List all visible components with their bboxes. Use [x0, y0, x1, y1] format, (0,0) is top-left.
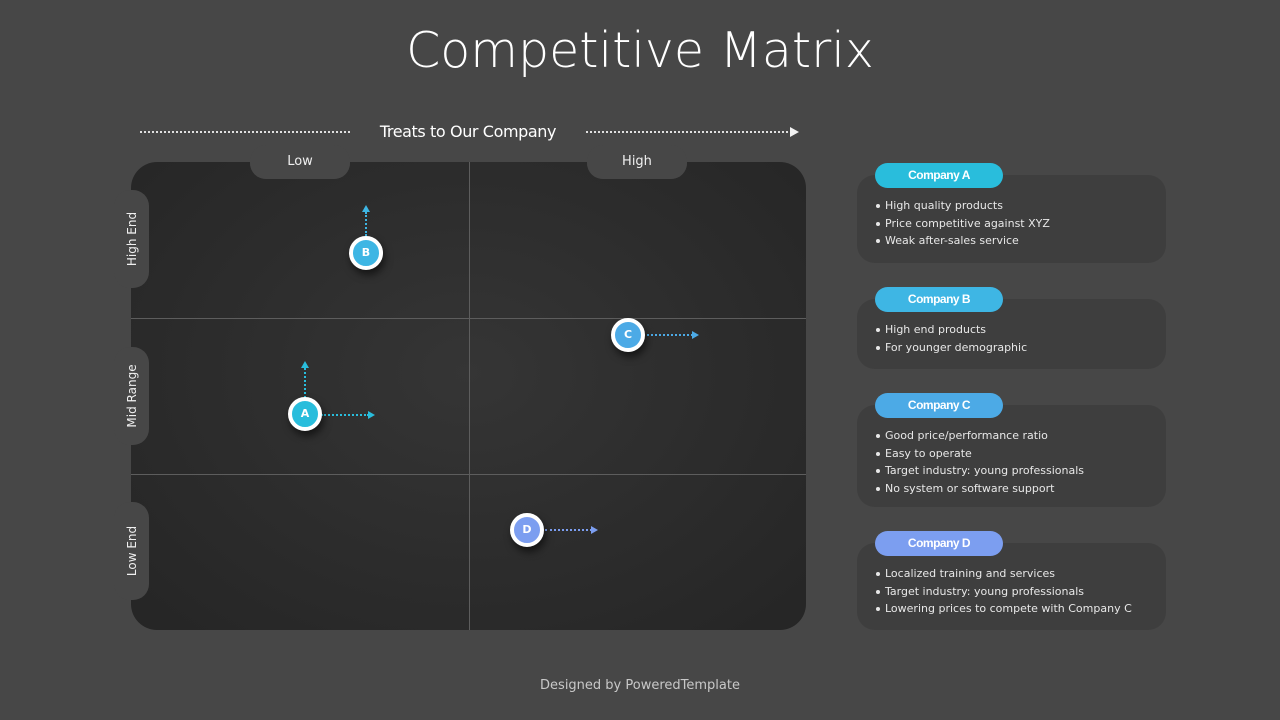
row-divider [131, 474, 806, 475]
row-divider [131, 318, 806, 319]
arrow-c-right-line [647, 334, 693, 336]
list-item: High end products [876, 321, 1166, 339]
marker-company-a[interactable]: A [288, 397, 322, 431]
competitive-matrix: B C A D [131, 162, 806, 630]
marker-company-b[interactable]: B [349, 236, 383, 270]
company-c-label: Company C [875, 393, 1003, 418]
row-label-low-end: Low End [114, 502, 149, 600]
marker-company-d[interactable]: D [510, 513, 544, 547]
company-c-card: Good price/performance ratio Easy to ope… [857, 405, 1166, 507]
page-title: Competitive Matrix [406, 22, 874, 79]
arrow-a-right-line [321, 414, 369, 416]
x-axis-header: Treats to Our Company [140, 120, 802, 146]
x-axis-label: Treats to Our Company [379, 122, 557, 141]
dotted-line-right [586, 131, 792, 133]
company-d-card: Localized training and services Target i… [857, 543, 1166, 630]
list-item: Good price/performance ratio [876, 427, 1166, 445]
company-d-label: Company D [875, 531, 1003, 556]
dotted-line-left [140, 131, 350, 133]
list-item: Localized training and services [876, 565, 1166, 583]
list-item: Target industry: young professionals [876, 583, 1166, 601]
list-item: Weak after-sales service [876, 232, 1166, 250]
list-item: Lowering prices to compete with Company … [876, 600, 1166, 618]
list-item: Target industry: young professionals [876, 462, 1166, 480]
marker-company-c[interactable]: C [611, 318, 645, 352]
list-item: Easy to operate [876, 445, 1166, 463]
arrow-a-up-line [304, 368, 306, 398]
company-b-label: Company B [875, 287, 1003, 312]
list-item: For younger demographic [876, 339, 1166, 357]
arrow-d-right-line [545, 529, 592, 531]
arrow-right-icon [591, 526, 598, 534]
row-label-high-end: High End [114, 190, 149, 288]
list-item: Price competitive against XYZ [876, 215, 1166, 233]
arrow-up-icon [362, 205, 370, 212]
list-item: No system or software support [876, 480, 1166, 498]
company-a-label: Company A [875, 163, 1003, 188]
list-item: High quality products [876, 197, 1166, 215]
arrow-up-icon [301, 361, 309, 368]
arrow-right-icon [790, 127, 799, 137]
arrow-right-icon [692, 331, 699, 339]
row-label-mid-range: Mid Range [114, 347, 149, 445]
arrow-b-up-line [365, 212, 367, 236]
column-divider [469, 162, 470, 630]
arrow-right-icon [368, 411, 375, 419]
column-label-low: Low [250, 145, 350, 179]
footer-credit: Designed by PoweredTemplate [540, 678, 740, 693]
company-a-card: High quality products Price competitive … [857, 175, 1166, 263]
column-label-high: High [587, 145, 687, 179]
